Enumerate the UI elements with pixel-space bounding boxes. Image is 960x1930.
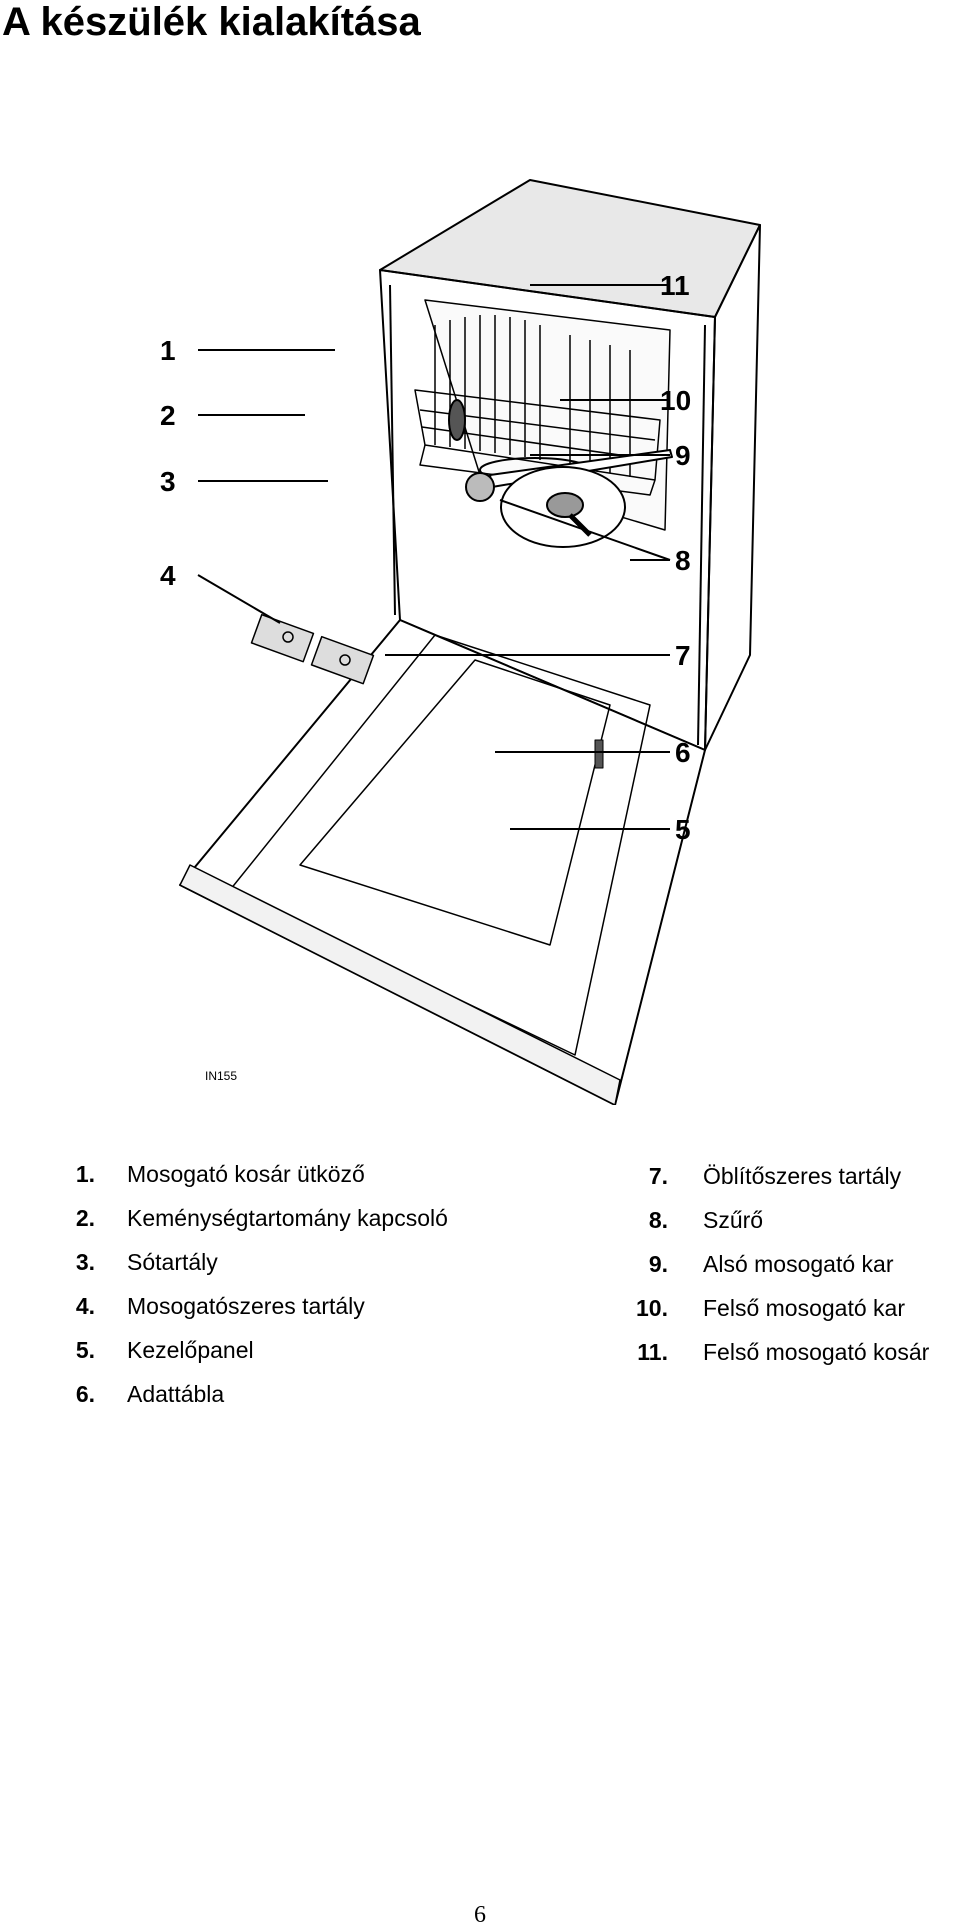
callout-9: 9 [675,440,691,471]
callout-3: 3 [160,466,176,497]
hardness-switch [448,399,466,441]
page-title: A készülék kialakítása [2,0,421,44]
page-number: 6 [474,1902,486,1928]
image-code: IN155 [205,1069,237,1083]
salt-container [465,472,495,502]
callout-10: 10 [660,385,691,416]
callout-2: 2 [160,400,176,431]
callout-5: 5 [675,814,691,845]
detergent-dispenser [250,613,375,685]
rating-plate [594,739,604,769]
callout-8: 8 [675,545,691,576]
dishwasher-diagram: 1 2 3 4 5 6 7 8 9 10 11 IN155 [160,179,761,1105]
open-door [179,619,706,1105]
callout-6: 6 [675,737,691,768]
callout-11: 11 [660,270,690,301]
callout-1: 1 [160,335,176,366]
callout-7: 7 [675,640,691,671]
callout-4: 4 [160,560,176,591]
